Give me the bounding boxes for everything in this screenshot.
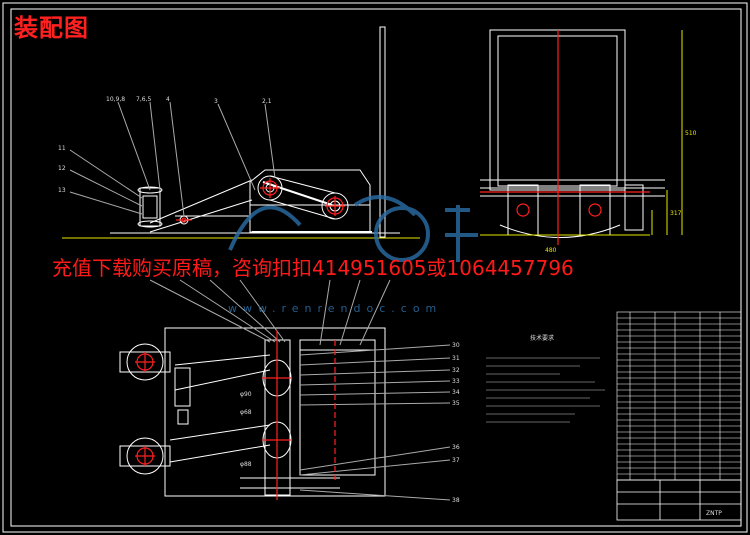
plan-view-callout-labels: 30 31 32 33 34 35 36 37 38 φ90 φ68 φ88 xyxy=(240,342,460,504)
side-view-red-accents xyxy=(480,30,650,245)
callout-label: 12 xyxy=(58,165,66,172)
dimension-label: φ88 xyxy=(240,461,252,468)
title-block-code: ZNTP xyxy=(706,510,722,517)
front-view-callout-labels: 10,9,8 7,6,5 4 3 2,1 11 12 13 xyxy=(58,96,272,194)
dimension-label: φ68 xyxy=(240,409,252,416)
side-view-dimensions: 510 317 480 xyxy=(545,130,697,254)
callout-label: 11 xyxy=(58,145,66,152)
parts-list-rows xyxy=(617,317,741,475)
dimension-label: φ90 xyxy=(240,391,252,398)
callout-label: 30 xyxy=(452,342,460,349)
dimension-label: 317 xyxy=(670,210,682,217)
front-view-red-accents xyxy=(176,178,345,223)
plan-view-red-accents xyxy=(135,330,336,500)
front-view xyxy=(62,26,420,239)
callout-label: 33 xyxy=(452,378,460,385)
callout-label: 38 xyxy=(452,497,460,504)
drawing-title: 装配图 xyxy=(14,14,89,42)
side-view xyxy=(480,29,683,238)
technical-notes: 技术要求 xyxy=(486,334,605,423)
dimension-label: 510 xyxy=(685,130,697,137)
callout-label: 37 xyxy=(452,457,460,464)
callout-label: 4 xyxy=(166,96,170,103)
callout-label: 13 xyxy=(58,187,66,194)
notes-title: 技术要求 xyxy=(530,334,554,342)
callout-label: 36 xyxy=(452,444,460,451)
callout-label: 34 xyxy=(452,389,460,396)
callout-label: 7,6,5 xyxy=(136,96,151,103)
callout-label: 10,9,8 xyxy=(106,96,125,103)
callout-label: 3 xyxy=(214,98,218,105)
callout-label: 31 xyxy=(452,355,460,362)
inner-frame xyxy=(10,8,742,527)
callout-label: 32 xyxy=(452,367,460,374)
title-block xyxy=(616,479,742,521)
callout-label: 2,1 xyxy=(262,98,272,105)
watermark-logo xyxy=(228,195,478,262)
dimension-label: 480 xyxy=(545,247,557,254)
callout-label: 35 xyxy=(452,400,460,407)
watermark-url: www.renrendoc.com xyxy=(228,302,443,315)
download-banner: 充值下载购买原稿，咨询扣扣414951605或1064457796 xyxy=(52,256,574,280)
